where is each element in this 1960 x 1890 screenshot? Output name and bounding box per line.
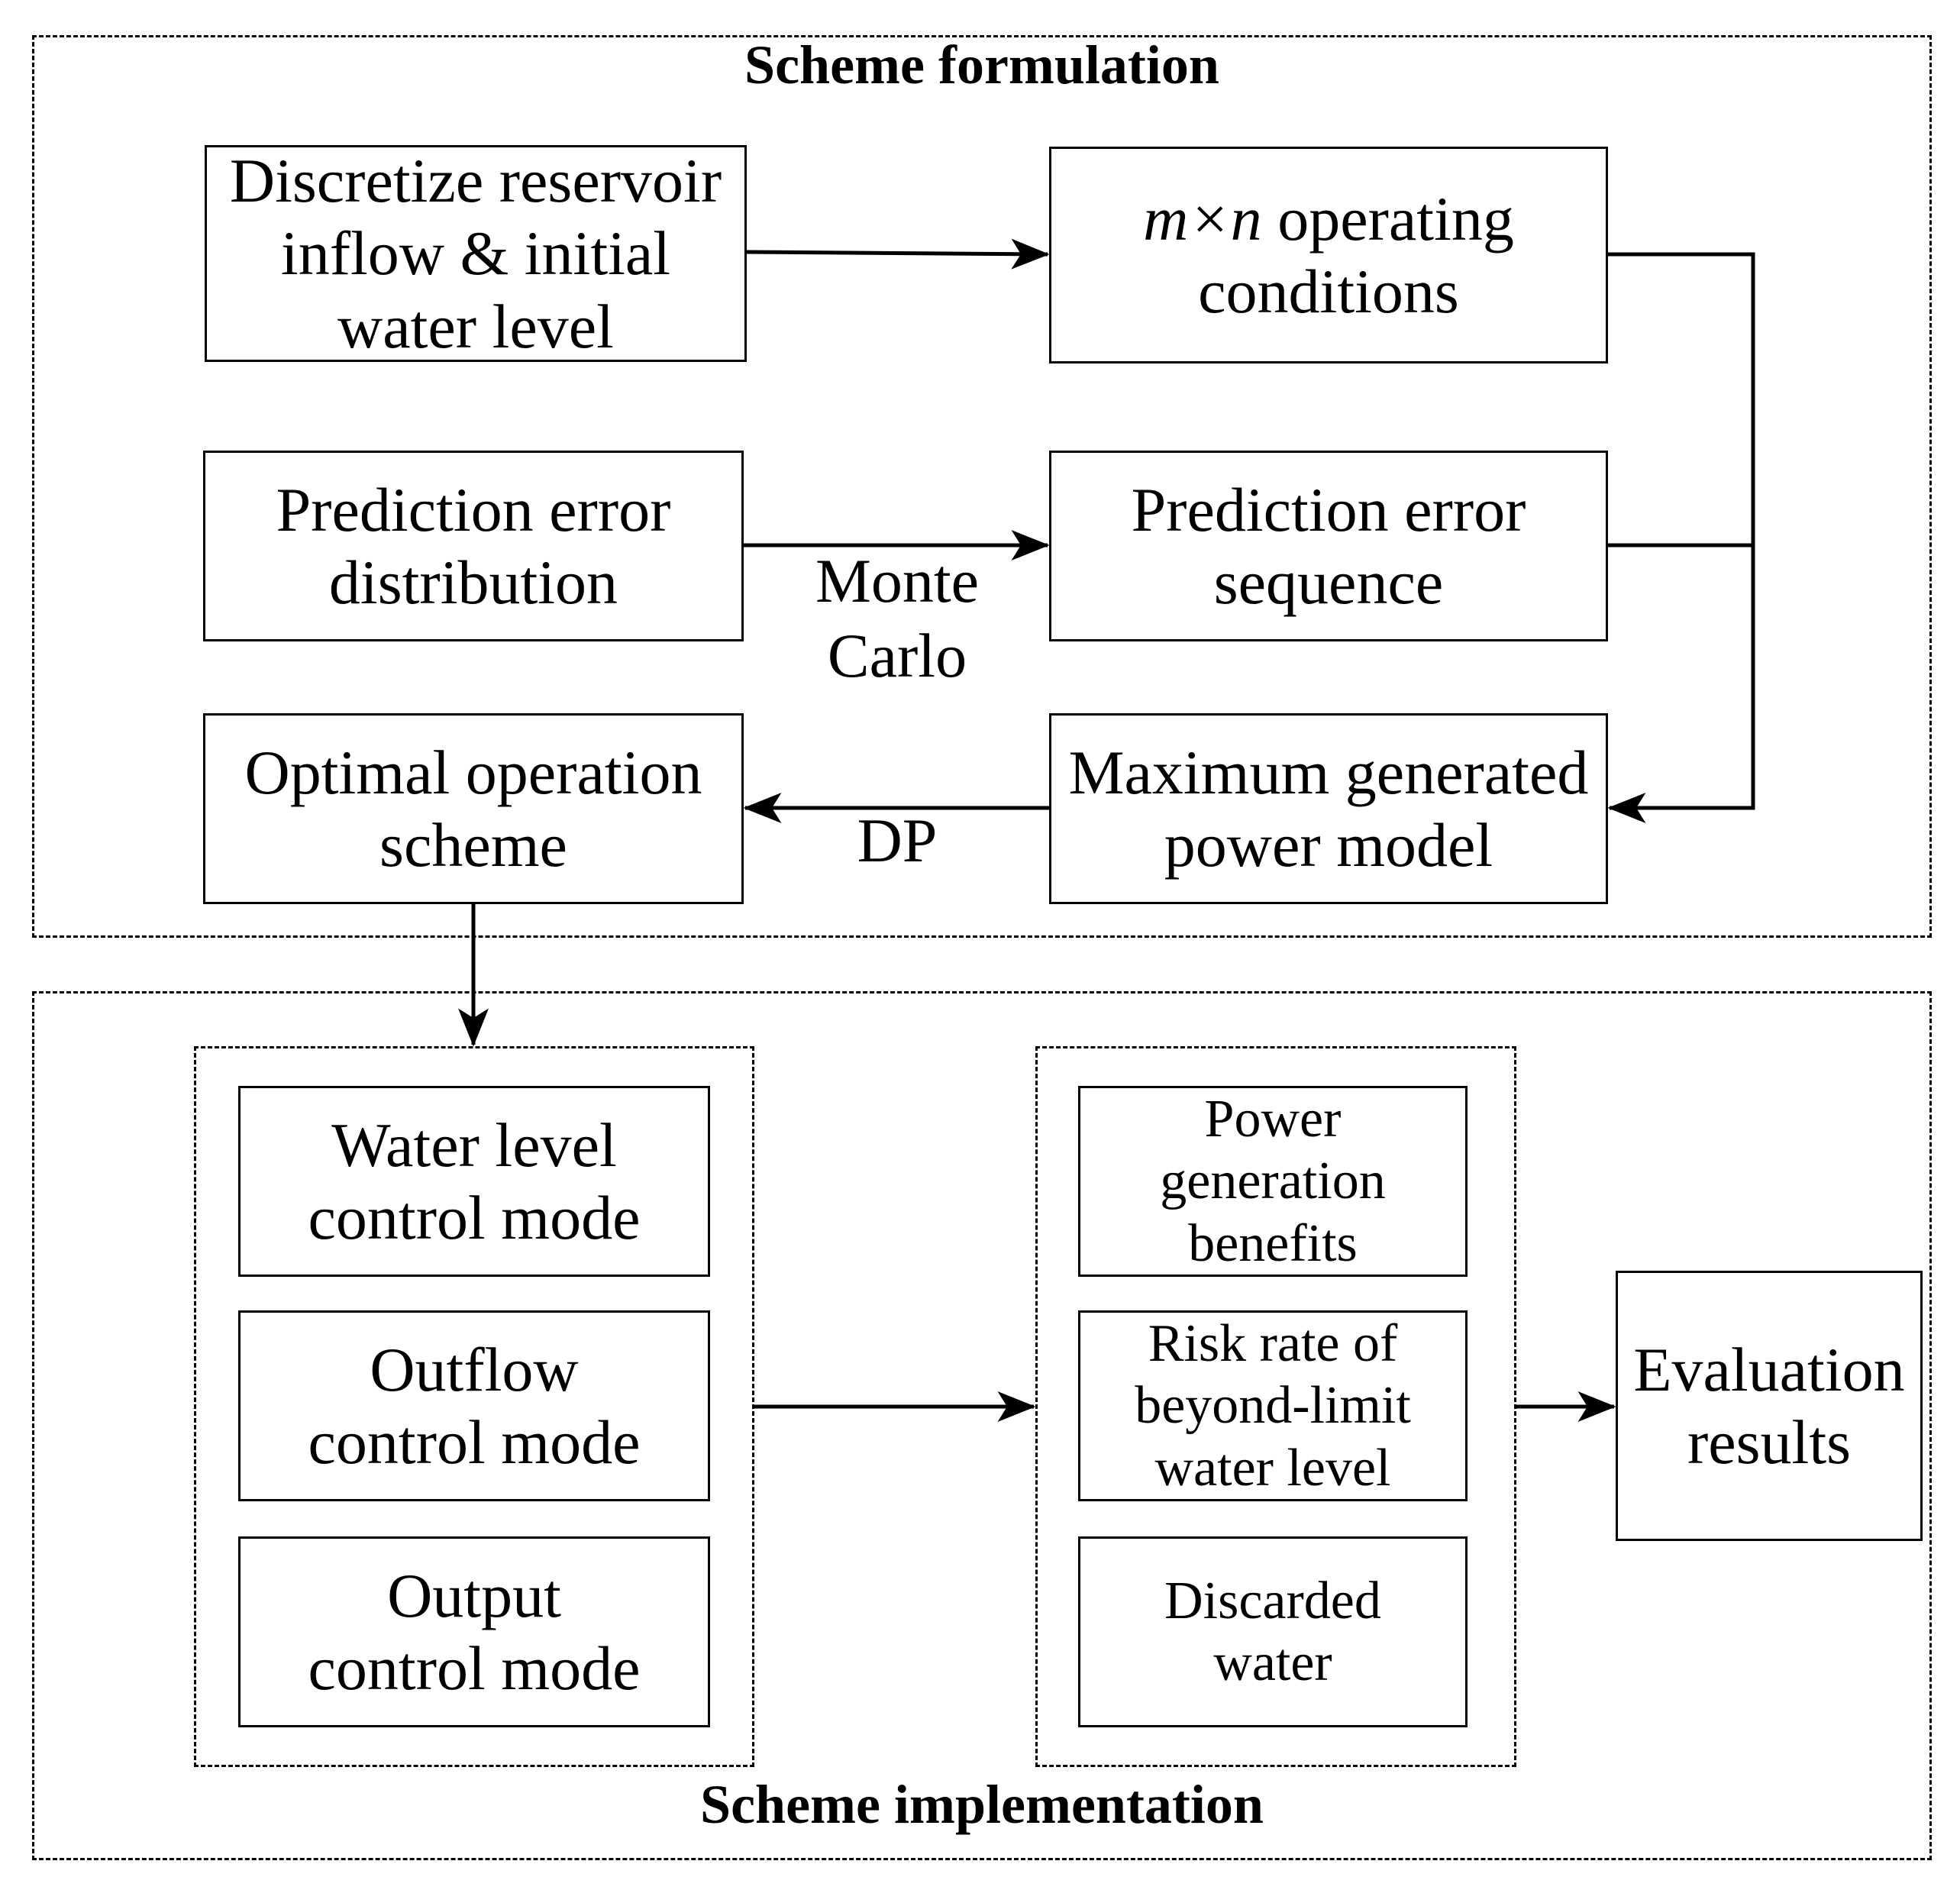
scheme-implementation-region: [32, 991, 1932, 1860]
evaluation-results-box: Evaluation results: [1616, 1271, 1923, 1541]
output-control-mode-box: Output control mode: [238, 1536, 710, 1727]
prediction-error-distribution-label: Prediction error distribution: [276, 474, 671, 617]
conditions-line2: conditions: [1198, 257, 1459, 326]
optimal-operation-scheme-label: Optimal operation scheme: [244, 737, 702, 880]
control-modes-group: [194, 1046, 754, 1767]
discretize-label: Discretize reservoir inflow & initial wa…: [229, 146, 722, 361]
scheme-formulation-title: Scheme formulation: [744, 34, 1219, 95]
outflow-control-mode-label: Outflow control mode: [308, 1334, 641, 1477]
prediction-error-distribution-box: Prediction error distribution: [203, 451, 744, 641]
discarded-water-label: Discarded water: [1164, 1571, 1381, 1692]
discretize-box: Discretize reservoir inflow & initial wa…: [205, 145, 747, 362]
power-generation-benefits-label: Power generation benefits: [1160, 1090, 1386, 1273]
prediction-error-sequence-label: Prediction error sequence: [1131, 474, 1526, 617]
discarded-water-box: Discarded water: [1078, 1536, 1468, 1727]
prediction-error-sequence-box: Prediction error sequence: [1049, 451, 1608, 641]
monte-carlo-label: Monte Carlo: [815, 546, 980, 691]
maximum-power-model-label: Maximum generated power model: [1068, 737, 1589, 880]
water-level-control-mode-box: Water level control mode: [238, 1086, 710, 1277]
evaluation-results-label: Evaluation results: [1633, 1334, 1905, 1477]
optimal-operation-scheme-box: Optimal operation scheme: [203, 713, 744, 904]
arrow-discretize-to-conditions: [746, 238, 1050, 270]
maximum-power-model-box: Maximum generated power model: [1049, 713, 1608, 904]
power-generation-benefits-box: Power generation benefits: [1078, 1086, 1468, 1277]
metrics-group: [1035, 1046, 1516, 1767]
risk-rate-label: Risk rate of beyond-limit water level: [1135, 1314, 1411, 1497]
conditions-variable: m×n: [1143, 183, 1262, 254]
bracket-conditions-to-model: [1607, 252, 1755, 823]
conditions-text: operating: [1261, 183, 1514, 254]
outflow-control-mode-box: Outflow control mode: [238, 1310, 710, 1501]
scheme-formulation-region: [32, 35, 1932, 938]
water-level-control-mode-label: Water level control mode: [308, 1110, 641, 1252]
dp-label: DP: [857, 806, 938, 875]
output-control-mode-label: Output control mode: [308, 1560, 641, 1703]
scheme-implementation-title: Scheme implementation: [700, 1774, 1264, 1835]
risk-rate-box: Risk rate of beyond-limit water level: [1078, 1310, 1468, 1501]
